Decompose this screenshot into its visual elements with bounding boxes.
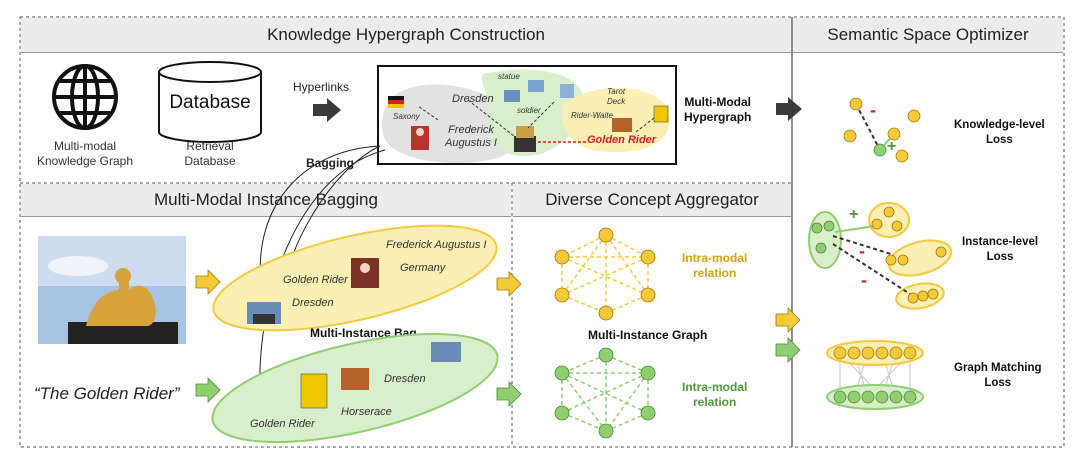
globe-icon <box>52 64 118 130</box>
node-saxony: Saxony <box>393 112 420 121</box>
node-statue: statue <box>498 72 520 81</box>
knowledge-minus: - <box>870 100 876 120</box>
instance-loss-diagram <box>808 202 953 310</box>
arrow-image-icon <box>195 269 221 295</box>
hyperlinks-arrow-icon <box>313 98 341 122</box>
database-text: Database <box>169 92 251 113</box>
graph-matching-diagram <box>826 340 924 410</box>
database-icon <box>158 61 262 143</box>
bag-top-dresden: Dresden <box>292 297 334 309</box>
db-label: Retrieval Database <box>184 139 236 168</box>
instance-loss-label: Instance-level Loss <box>962 236 1039 263</box>
image-bag <box>212 224 498 332</box>
node-frederick: Frederick Augustus I <box>445 124 497 149</box>
text-bag <box>211 332 499 444</box>
header-construction: Knowledge Hypergraph Construction <box>21 18 791 53</box>
instance-minus-2: - <box>861 270 867 290</box>
bag-bottom-golden-rider: Golden Rider <box>250 418 315 430</box>
bagging-label: Bagging <box>306 156 354 170</box>
knowledge-loss-diagram <box>843 97 921 163</box>
green-instance-graph <box>554 347 656 439</box>
header-bagging: Multi-Modal Instance Bagging <box>21 184 511 217</box>
bag-arrow-bottom-icon <box>496 381 522 407</box>
bag-bottom-horserace: Horserace <box>341 406 392 418</box>
bag-arrow-top-icon <box>496 271 522 297</box>
golden-rider-photo <box>38 236 186 344</box>
hypergraph-label: Multi-Modal Hypergraph <box>684 95 752 124</box>
hypergraph-box <box>377 65 677 165</box>
graph-loss-label: Graph Matching Loss <box>954 362 1042 389</box>
quote-text: “The Golden Rider” <box>34 384 180 403</box>
agg-arrow-bottom-icon <box>775 337 801 363</box>
bag-top-frederick: Frederick Augustus I <box>386 239 487 251</box>
multi-instance-graph-label: Multi-Instance Graph <box>588 328 708 342</box>
intra-relation-top: Intra-modal relation <box>682 251 748 280</box>
node-tarot: Tarot Deck <box>607 87 626 106</box>
header-optimizer: Semantic Space Optimizer <box>793 18 1063 53</box>
to-optimizer-arrow-icon <box>776 97 802 121</box>
node-dresden: Dresden <box>452 93 494 105</box>
hyperlinks-label: Hyperlinks <box>293 80 350 94</box>
header-aggregator: Diverse Concept Aggregator <box>513 184 791 217</box>
bag-bottom-dresden: Dresden <box>384 373 426 385</box>
intra-relation-bottom: Intra-modal relation <box>682 380 748 409</box>
knowledge-loss-label: Knowledge-level Loss <box>954 119 1045 146</box>
node-soldier: soldier <box>517 106 541 115</box>
kg-label: Multi-modal Knowledge Graph <box>36 139 134 168</box>
node-rider-waite: Rider-Waite <box>571 111 613 120</box>
agg-arrow-top-icon <box>775 307 801 333</box>
bag-top-golden-rider: Golden Rider <box>283 274 348 286</box>
yellow-instance-graph <box>554 227 656 321</box>
instance-minus-1: - <box>859 241 865 261</box>
arrow-text-icon <box>195 377 221 403</box>
instance-plus: + <box>849 206 859 223</box>
knowledge-plus: + <box>887 138 897 155</box>
bag-top-germany: Germany <box>400 262 446 274</box>
node-golden-rider: Golden Rider <box>587 134 657 146</box>
